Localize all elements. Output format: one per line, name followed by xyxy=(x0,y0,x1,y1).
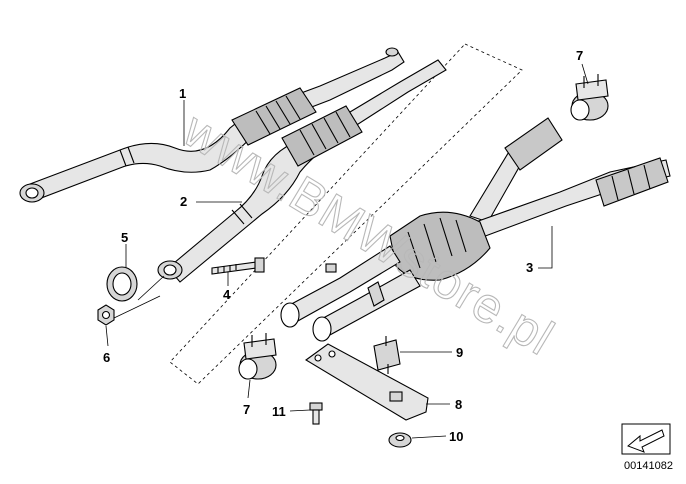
front-pipe-1-end-sensor xyxy=(385,47,399,57)
callout-5: 5 xyxy=(121,230,128,245)
leader-6 xyxy=(105,325,109,347)
front-pipe-1-ring xyxy=(119,146,135,167)
rubber-mount-9-body xyxy=(373,339,401,371)
bracket-plate-8-mount xyxy=(389,391,403,402)
clamp-7-upper-bolt xyxy=(583,74,599,88)
callout-6: 6 xyxy=(103,350,110,365)
rubber-mount-9-stud xyxy=(385,336,389,374)
bolt-4-shank xyxy=(211,261,257,275)
callout-2: 2 xyxy=(180,194,187,209)
clamp-7-upper-bore xyxy=(570,99,590,121)
diagram-id: 00141082 xyxy=(624,460,673,472)
rubber-mount-9[interactable] xyxy=(373,336,401,374)
bolt-4-head xyxy=(254,257,265,273)
callout-1: 1 xyxy=(179,86,186,101)
nut-6[interactable] xyxy=(97,304,115,326)
screw-11-shank xyxy=(312,409,320,425)
leader-10 xyxy=(411,435,447,439)
centre-pipe-3-right-muffler xyxy=(595,157,669,207)
clamp-7-upper-lugs xyxy=(575,79,609,101)
front-pipe-1[interactable] xyxy=(19,47,405,203)
front-pipe-2-flange-bore xyxy=(163,264,177,276)
front-pipe-1-catalyst xyxy=(231,87,317,146)
callout-8: 8 xyxy=(455,397,462,412)
callout-10: 10 xyxy=(449,429,463,444)
callout-7-lower: 7 xyxy=(243,402,250,417)
centre-pipe-3-catalyst-ribs xyxy=(407,217,467,269)
centre-pipe-3[interactable] xyxy=(280,117,671,342)
bracket-plate-8-body xyxy=(305,343,429,421)
centre-pipe-3-hanger xyxy=(325,263,337,273)
grommet-10[interactable] xyxy=(388,432,412,448)
front-pipe-2[interactable] xyxy=(157,59,447,283)
front-pipe-1-flange-bore xyxy=(25,187,39,199)
grommet-10-bore xyxy=(395,434,405,442)
leader-3 xyxy=(538,226,553,269)
callout-3: 3 xyxy=(526,260,533,275)
centre-pipe-3-right-muffler-ribs xyxy=(611,164,651,201)
leader-7a xyxy=(581,63,589,85)
gasket-5[interactable] xyxy=(106,266,138,302)
leader-5b xyxy=(137,275,165,301)
bracket-plate-8-hole-2 xyxy=(328,350,336,358)
clamp-7-lower-bore xyxy=(238,358,258,380)
gasket-5-inner xyxy=(112,272,132,296)
front-pipe-2-tube xyxy=(167,59,447,283)
callout-9: 9 xyxy=(456,345,463,360)
callout-7-upper: 7 xyxy=(576,48,583,63)
bolt-4-thread xyxy=(217,264,237,273)
bolt-4[interactable] xyxy=(211,257,265,275)
diagram-direction-arrow-icon xyxy=(627,429,665,453)
clamp-7-lower-bolt xyxy=(251,333,267,347)
front-pipe-2-catalyst-ribs xyxy=(299,111,351,156)
callout-11: 11 xyxy=(272,404,286,419)
leader-7b xyxy=(247,379,251,399)
clamp-7-upper[interactable] xyxy=(570,74,609,121)
leader-lines xyxy=(105,63,589,439)
clamp-7-lower-lugs xyxy=(243,338,277,360)
bracket-plate-8-hole-1 xyxy=(314,354,322,362)
centre-pipe-3-bracket xyxy=(367,281,385,307)
screw-11-head xyxy=(309,402,323,411)
diagram-id-box: 00141082 xyxy=(621,423,673,472)
clamp-7-lower[interactable] xyxy=(238,333,277,380)
bracket-plate-8[interactable] xyxy=(305,343,429,421)
front-pipe-2-ring xyxy=(231,203,253,225)
front-pipe-2-catalyst xyxy=(281,105,363,167)
leader-11 xyxy=(289,409,311,412)
screw-11[interactable] xyxy=(309,402,323,425)
callout-4: 4 xyxy=(223,287,231,302)
centre-pipe-3-left-muffler xyxy=(504,117,563,171)
leader-6b xyxy=(113,295,161,319)
front-pipe-1-catalyst-ribs xyxy=(255,95,301,135)
centre-pipe-3-inlet-right xyxy=(312,316,332,342)
centre-pipe-3-inlet-left xyxy=(280,302,300,328)
nut-6-bore xyxy=(101,310,111,320)
